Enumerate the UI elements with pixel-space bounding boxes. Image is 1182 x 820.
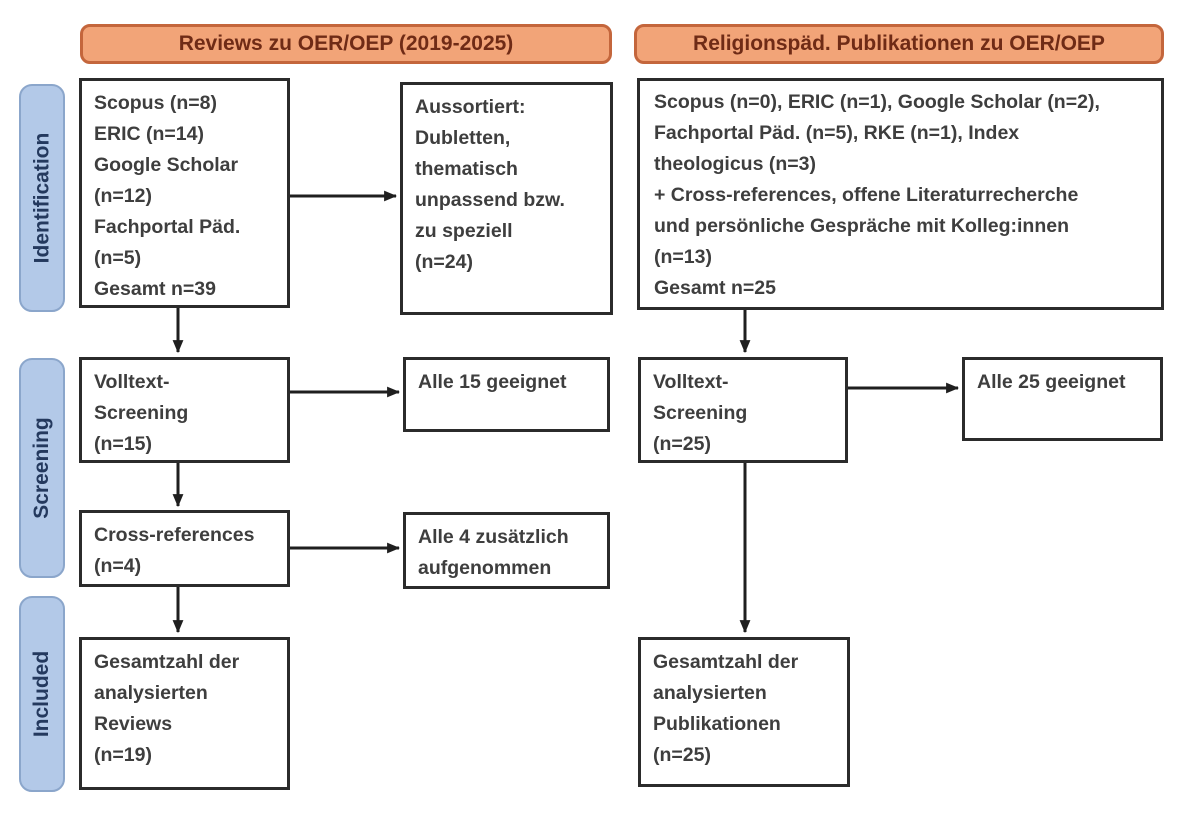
text-line: Fachportal Päd. [94,216,241,238]
box-reviews-volltext-screening: Volltext- Screening (n=15) [79,357,290,463]
text-line: Volltext- [653,371,729,393]
text-line: theologicus (n=3) [654,153,816,175]
text-line: Cross-references [94,524,255,546]
text-line: analysierten [94,682,208,704]
text-line: Reviews [94,713,173,735]
text-line: Fachportal Päd. (n=5), RKE (n=1), Index [654,122,1020,144]
text-line: (n=13) [654,246,712,268]
text-line: Scopus (n=0), ERIC (n=1), Google Scholar… [654,91,1100,113]
text-line: und persönliche Gespräche mit Kolleg:inn… [654,215,1069,237]
box-religionspaed-alle-25-geeignet: Alle 25 geeignet [962,357,1163,441]
text-line: aufgenommen [418,557,552,579]
box-reviews-gesamtzahl: Gesamtzahl der analysierten Reviews (n=1… [79,637,290,790]
text-line: Publikationen [653,713,781,735]
text-line: (n=25) [653,744,711,766]
text-line: (n=15) [94,433,152,455]
box-reviews-identification: Scopus (n=8) ERIC (n=14) Google Scholar … [79,78,290,308]
text-line: Volltext- [94,371,170,393]
box-religionspaed-volltext-screening: Volltext- Screening (n=25) [638,357,848,463]
stage-label-included-text: Included [30,650,53,738]
box-reviews-cross-references: Cross-references (n=4) [79,510,290,587]
text-line: (n=25) [653,433,711,455]
column-header-religionspaed: Religionspäd. Publikationen zu OER/OEP [634,24,1164,64]
text-line: (n=4) [94,555,142,577]
text-line: Gesamtzahl der [653,651,799,673]
text-line: (n=5) [94,247,142,269]
text-line: Aussortiert: [415,96,526,118]
column-header-reviews-label: Reviews zu OER/OEP (2019-2025) [178,32,514,55]
text-line: Gesamt n=39 [94,278,216,300]
box-reviews-alle-4-aufgenommen: Alle 4 zusätzlich aufgenommen [403,512,610,589]
stage-label-screening: Screening [19,358,65,578]
text-line: Google Scholar [94,154,239,176]
text-line: Screening [653,402,748,424]
stage-label-identification-text: Identification [30,132,54,264]
text-line: ERIC (n=14) [94,123,204,145]
column-header-reviews: Reviews zu OER/OEP (2019-2025) [80,24,612,64]
column-header-religionspaed-label: Religionspäd. Publikationen zu OER/OEP [693,32,1105,55]
text-line: + Cross-references, offene Literaturrech… [654,184,1079,206]
stage-label-identification: Identification [19,84,65,312]
text-line: Screening [94,402,189,424]
text-line: thematisch [415,158,518,180]
stage-label-screening-text: Screening [30,417,54,519]
text-line: (n=24) [415,251,473,273]
text-line: Alle 15 geeignet [418,371,567,393]
text-line: (n=12) [94,185,152,207]
text-line: unpassend bzw. [415,189,565,211]
text-line: analysierten [653,682,767,704]
box-reviews-alle-15-geeignet: Alle 15 geeignet [403,357,610,432]
text-line: Alle 4 zusätzlich [418,526,569,548]
text-line: (n=19) [94,744,152,766]
stage-label-included: Included [19,596,65,792]
text-line: Gesamtzahl der [94,651,240,673]
text-line: zu speziell [415,220,513,242]
text-line: Dubletten, [415,127,511,149]
box-religionspaed-gesamtzahl: Gesamtzahl der analysierten Publikatione… [638,637,850,787]
text-line: Gesamt n=25 [654,277,776,299]
text-line: Scopus (n=8) [94,92,217,114]
text-line: Alle 25 geeignet [977,371,1126,393]
box-religionspaed-identification: Scopus (n=0), ERIC (n=1), Google Scholar… [637,78,1164,310]
box-reviews-aussortiert: Aussortiert: Dubletten, thematisch unpas… [400,82,613,315]
